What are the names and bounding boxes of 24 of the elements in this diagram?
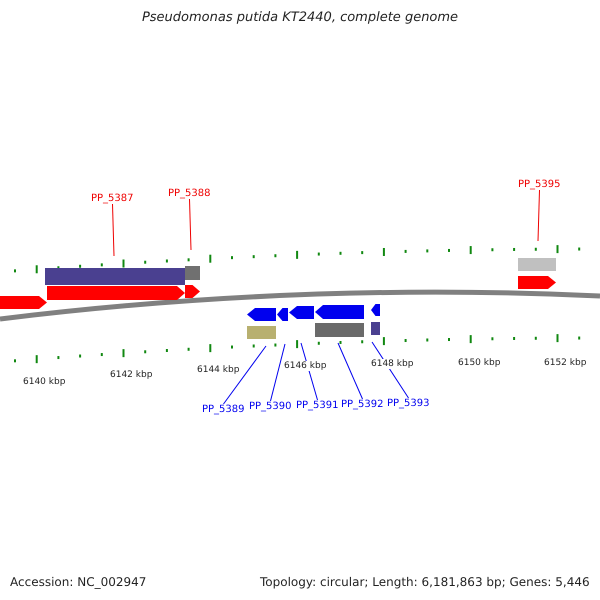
scale-label: 6140 kbp [23, 377, 66, 387]
leader-line [338, 342, 363, 400]
gene-label: PP_5390 [249, 401, 292, 412]
scale-label: 6148 kbp [371, 359, 414, 369]
gene-label: PP_5388 [168, 188, 211, 199]
scale-label: 6152 kbp [544, 358, 586, 368]
gene-label: PP_5391 [296, 400, 339, 411]
leader-line [112, 204, 114, 256]
title: Pseudomonas putida KT2440, complete genome [140, 10, 460, 25]
leader-line [538, 190, 540, 242]
leader-line [270, 344, 286, 402]
leader-line [223, 346, 266, 404]
footer-text: Topology: circular; Length: 6,181,863 bp; Genes: 5,446 [260, 575, 590, 589]
scale-label: 6142 kbp [110, 370, 152, 380]
gene-label: PP_5393 [387, 398, 430, 409]
scale-label: 6144 kbp [197, 365, 240, 375]
leader-line [189, 198, 192, 250]
scale-label: 6150 kbp [458, 358, 500, 368]
footer-text: Accession: NC_002947 [10, 575, 146, 589]
scale-label: 6146 kbp [284, 361, 326, 371]
gene-label: PP_5392 [341, 399, 384, 410]
gene-label: PP_5387 [91, 193, 134, 204]
gene-label: PP_5389 [202, 404, 245, 415]
gene-label: PP_5395 [518, 179, 561, 190]
